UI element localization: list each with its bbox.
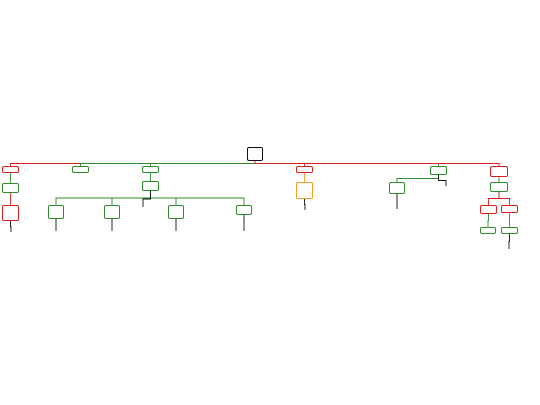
child-node-6e — [501, 227, 518, 234]
child-node-5a — [389, 182, 405, 194]
child-node-1b — [2, 205, 19, 221]
child-node-4a — [296, 182, 313, 199]
connector-n6a-n6b — [488, 192, 500, 205]
connector-n6b-n6d — [487, 214, 489, 227]
connector-n3a-n3c — [111, 191, 151, 205]
connector-n3a-n3e — [150, 191, 245, 205]
connector-n5-n5a — [396, 175, 439, 182]
child-node-6c — [501, 205, 518, 213]
child-node-6b — [480, 205, 497, 214]
connector-n5-l9 — [438, 175, 447, 186]
branch-node-5 — [430, 166, 447, 175]
root-node — [247, 147, 263, 161]
child-node-3b — [48, 205, 64, 219]
connector-n1b-l1 — [10, 221, 12, 232]
connector-root-n6 — [254, 161, 500, 166]
child-node-3d — [168, 205, 184, 219]
connector-n6a-n6c — [498, 192, 510, 205]
child-node-3e — [236, 205, 252, 215]
branch-node-6 — [490, 166, 508, 177]
connector-n3a-l4 — [142, 191, 151, 207]
branch-node-1 — [2, 166, 19, 173]
child-node-1a — [2, 183, 19, 193]
child-node-3a — [142, 181, 159, 191]
connector-root-n3 — [150, 161, 256, 166]
child-node-6a — [490, 182, 508, 192]
child-node-6d — [480, 227, 496, 234]
connector-n4a-l7 — [304, 199, 306, 210]
branch-node-2 — [72, 166, 89, 173]
child-node-3c — [104, 205, 120, 219]
branch-node-3 — [142, 166, 159, 173]
branch-node-4 — [296, 166, 313, 173]
connector-n6e-l10 — [508, 234, 510, 249]
